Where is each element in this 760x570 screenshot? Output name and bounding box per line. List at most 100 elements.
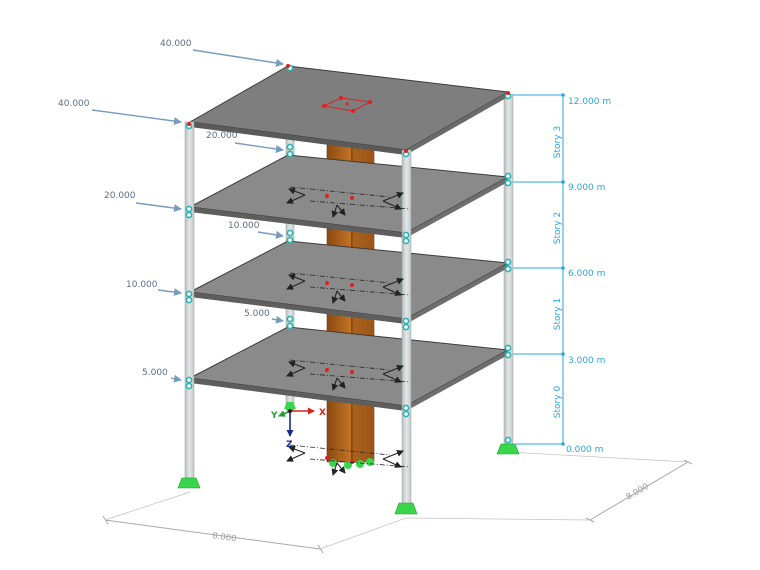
diaphragm-arrow-0-5 xyxy=(336,204,346,216)
load-arrow-story1-back xyxy=(257,230,284,239)
diaphragm-axis-3-0 xyxy=(289,444,391,456)
node-25[interactable] xyxy=(504,258,512,266)
node-12[interactable] xyxy=(286,315,294,323)
node-8[interactable] xyxy=(286,143,294,151)
node-19[interactable] xyxy=(402,323,410,331)
diaphragm-arrow-0-0 xyxy=(288,187,306,196)
corner-mark-10 xyxy=(325,456,329,460)
support-back-right xyxy=(496,443,520,455)
dimension-x-line xyxy=(104,519,321,550)
node-10[interactable] xyxy=(286,229,294,237)
diaphragm-arrow-3-1 xyxy=(286,452,306,462)
diaphragm-arrow-1-4 xyxy=(331,290,339,304)
corner-mark-8 xyxy=(325,368,329,372)
diaphragm-arrow-2-0 xyxy=(288,360,306,369)
diaphragm-axis-0-0 xyxy=(289,186,391,198)
load-arrow-story1-front xyxy=(157,288,182,297)
node-21[interactable] xyxy=(402,410,410,418)
load-label-story2-front: 20.000 xyxy=(104,191,136,201)
roof-opening[interactable] xyxy=(322,96,372,113)
load-arrow-story0-front xyxy=(170,374,182,383)
diaphragm-arrow-1-1 xyxy=(286,280,306,290)
load-label-story0-back: 5.000 xyxy=(244,309,270,319)
diaphragm-arrow-1-3 xyxy=(382,286,402,296)
diaphragm-arrow-2-4 xyxy=(331,377,339,391)
dimension-y-extension-back xyxy=(507,451,689,463)
node-26[interactable] xyxy=(504,265,512,273)
dimension-x-label: 8.000 xyxy=(212,531,237,544)
node-16[interactable] xyxy=(402,231,410,239)
diaphragm-arrow-3-5 xyxy=(336,462,346,474)
node-6[interactable] xyxy=(185,382,193,390)
diaphragm-arrow-0-1 xyxy=(286,194,306,204)
load-label-roof-front: 40.000 xyxy=(58,99,90,109)
load-label-story1-front: 10.000 xyxy=(126,280,158,290)
diaphragm-arrow-3-3 xyxy=(382,458,402,468)
node-5[interactable] xyxy=(185,376,193,384)
elevation-label-0: 0.000 m xyxy=(566,445,603,455)
slab-story-1[interactable] xyxy=(188,240,510,324)
diaphragm-arrow-0-2 xyxy=(382,191,404,202)
load-arrow-story2-front xyxy=(135,202,182,213)
story-label-2: Story 2 xyxy=(553,212,563,244)
load-arrow-roof-back xyxy=(192,49,284,67)
diaphragm-axis-3-1 xyxy=(309,458,411,468)
elevation-label-9: 9.000 m xyxy=(568,183,605,193)
diaphragm-axis-0-1 xyxy=(309,200,411,210)
load-arrow-roof-front xyxy=(91,109,182,126)
diaphragm-arrow-2-5 xyxy=(336,377,346,389)
slab-story-0[interactable] xyxy=(188,326,510,411)
slab-roof[interactable] xyxy=(188,65,510,155)
node-2[interactable] xyxy=(185,211,193,219)
load-label-story1-back: 10.000 xyxy=(228,221,260,231)
diaphragm-arrow-0-4 xyxy=(331,204,339,218)
node-9[interactable] xyxy=(286,150,294,158)
node-11[interactable] xyxy=(286,236,294,244)
diaphragm-arrows xyxy=(286,186,411,476)
support-front-right xyxy=(394,502,418,515)
load-label-story0-front: 5.000 xyxy=(142,368,168,378)
support-front-left xyxy=(177,477,201,489)
global-axes: X Y Z xyxy=(270,402,326,450)
corner-marks xyxy=(187,64,510,464)
core-support-4 xyxy=(366,458,374,466)
dimension-x-extension-left xyxy=(104,491,191,521)
corner-mark-6 xyxy=(325,281,329,285)
node-1[interactable] xyxy=(185,205,193,213)
diaphragm-axis-2-1 xyxy=(309,373,411,383)
diaphragm-arrow-2-3 xyxy=(382,373,402,383)
node-3[interactable] xyxy=(185,290,193,298)
dimension-y-label: 8.000 xyxy=(625,482,651,503)
node-18[interactable] xyxy=(402,317,410,325)
node-13[interactable] xyxy=(286,322,294,330)
corner-mark-7 xyxy=(350,283,354,287)
diaphragm-arrow-3-4 xyxy=(331,462,339,476)
diaphragm-arrow-1-5 xyxy=(336,290,346,302)
node-24[interactable] xyxy=(504,179,512,187)
dimension-x-extension-right xyxy=(319,517,407,550)
diaphragm-arrow-1-2 xyxy=(382,277,404,288)
corner-mark-3 xyxy=(404,149,408,153)
axis-x-label: X xyxy=(319,408,326,418)
node-17[interactable] xyxy=(402,237,410,245)
axis-origin xyxy=(287,408,293,414)
corner-mark-0 xyxy=(187,122,191,126)
load-label-roof-back: 40.000 xyxy=(160,39,192,49)
diaphragm-arrow-2-1 xyxy=(286,367,306,377)
corner-mark-9 xyxy=(350,370,354,374)
dimension-y-line xyxy=(589,461,689,521)
diaphragm-axis-2-0 xyxy=(289,359,391,371)
node-4[interactable] xyxy=(185,296,193,304)
node-20[interactable] xyxy=(402,404,410,412)
node-29[interactable] xyxy=(504,436,512,444)
node-28[interactable] xyxy=(504,351,512,359)
node-27[interactable] xyxy=(504,344,512,352)
slab-story-2[interactable] xyxy=(188,154,510,238)
origin-support xyxy=(284,402,296,409)
story-label-3: Story 3 xyxy=(553,126,563,158)
node-23[interactable] xyxy=(504,172,512,180)
diaphragm-arrow-1-0 xyxy=(288,273,306,282)
axis-z-label: Z xyxy=(286,440,293,450)
